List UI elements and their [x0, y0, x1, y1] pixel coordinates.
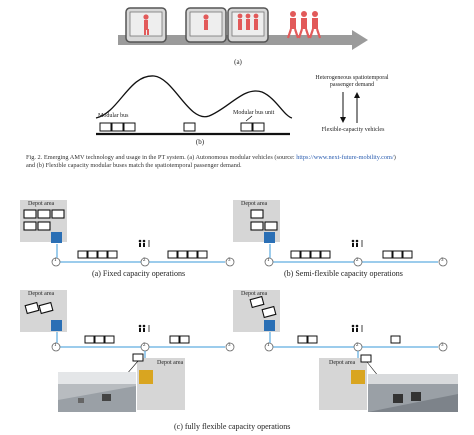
- label-flexible-vehicles: Flexible-capacity vehicles: [321, 127, 385, 133]
- stop-1-label: 1: [267, 343, 270, 348]
- bus-train-2: [169, 335, 190, 344]
- pod-3: [227, 7, 269, 43]
- label-modular-bus-unit: Modular bus unit: [233, 110, 275, 116]
- stop-3-label: 3: [228, 258, 231, 263]
- match-arrows-icon: [340, 92, 360, 123]
- depot-label: Depot area: [241, 291, 268, 297]
- bus-train-2: [382, 250, 413, 259]
- walking-passengers-icon: [286, 11, 322, 39]
- secondary-depot-label: Depot area: [329, 360, 356, 366]
- boarding-passengers-icon: [138, 239, 150, 247]
- label-demand-line1: Heterogeneous spatiotemporal: [315, 75, 389, 81]
- panel-semi: Depot area 1 2 3: [233, 200, 453, 280]
- panel-full-left-graphic: [20, 290, 235, 412]
- modular-bus-single: [183, 122, 196, 132]
- label-modular-bus: Modular bus: [98, 113, 129, 119]
- stop-1-label: 1: [267, 258, 270, 263]
- pod-2: [185, 7, 227, 43]
- pod-1: [125, 7, 167, 43]
- stop-2-label: 2: [356, 343, 359, 348]
- bus-train-2: [390, 335, 401, 344]
- depot-label: Depot area: [28, 201, 55, 207]
- stop-3-label: 3: [228, 343, 231, 348]
- depot-label: Depot area: [28, 291, 55, 297]
- panel-full-left: Depot area Depot area 1 2 3: [20, 290, 240, 414]
- panel-fixed-graphic: [20, 200, 235, 267]
- stop-3-label: 3: [441, 343, 444, 348]
- stop-2-label: 2: [356, 258, 359, 263]
- panel-full-label: (c) fully flexible capacity operations: [174, 422, 291, 431]
- bus-train-1: [84, 335, 115, 344]
- stop-3-label: 3: [441, 258, 444, 263]
- stop-1-label: 1: [54, 258, 57, 263]
- demand-curve: [95, 75, 293, 119]
- modular-bus-group-2: [240, 122, 265, 132]
- figure-a-label: (a): [234, 58, 242, 66]
- stop-2-label: 2: [143, 343, 146, 348]
- caption-prefix: Fig. 2.: [26, 154, 43, 161]
- stop-2-label: 2: [143, 258, 146, 263]
- boarding-passengers-icon: [138, 324, 150, 332]
- source-link[interactable]: https://www.next-future-mobility.com/: [296, 154, 394, 161]
- bus-train-1: [297, 335, 318, 344]
- panel-semi-graphic: [233, 200, 448, 267]
- bus-train-1: [290, 250, 331, 259]
- amv-photo-strip: [118, 7, 368, 50]
- caption-text-1: Emerging AMV technology and usage in the…: [43, 154, 297, 161]
- demand-curve-diagram: [95, 75, 293, 136]
- panel-full-right: Depot area Depot area 1 2 3: [233, 290, 463, 414]
- depot-label: Depot area: [241, 201, 268, 207]
- panel-fixed: Depot area 1 2 3: [20, 200, 240, 280]
- caption-text-2: ): [393, 154, 396, 161]
- label-demand-line2: passenger demand: [329, 82, 375, 88]
- panel-semi-label: (b) Semi-flexible capacity operations: [284, 269, 403, 278]
- boarding-passengers-icon: [351, 324, 363, 332]
- figure-b-label: (b): [195, 138, 205, 146]
- bus-train-1: [77, 250, 118, 259]
- secondary-depot-label: Depot area: [157, 360, 184, 366]
- boarding-passengers-icon: [351, 239, 363, 247]
- panel-fixed-label: (a) Fixed capacity operations: [92, 269, 186, 278]
- figure-caption: Fig. 2. Emerging AMV technology and usag…: [26, 154, 456, 170]
- stop-1-label: 1: [54, 343, 57, 348]
- caption-text-3: and (b) Flexible capacity modular buses …: [26, 162, 242, 169]
- modular-bus-group-1: [99, 122, 136, 132]
- panel-full-right-graphic: [233, 290, 458, 412]
- bus-train-2: [167, 250, 208, 259]
